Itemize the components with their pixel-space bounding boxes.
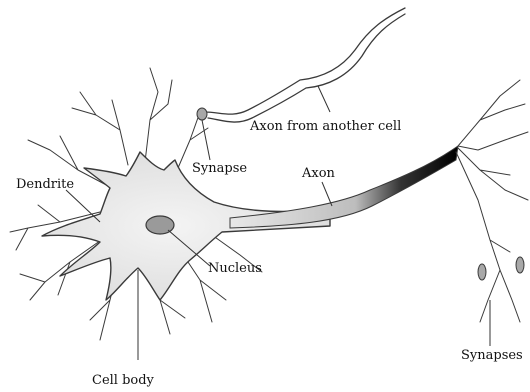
leader-axon	[322, 182, 332, 206]
synapse-bulb-left	[478, 264, 486, 280]
label-synapse: Synapse	[192, 162, 247, 175]
leader-axon-from-another-cell	[318, 86, 330, 112]
synapse-bulb-right	[516, 257, 524, 273]
label-axon-from-another-cell: Axon from another cell	[250, 120, 401, 133]
synapse-bulb-top	[197, 108, 207, 120]
axon-from-another-cell-shape	[205, 8, 405, 114]
label-nucleus: Nucleus	[208, 262, 262, 275]
label-dendrite: Dendrite	[16, 178, 74, 191]
label-synapses: Synapses	[461, 349, 523, 362]
axon-terminals	[456, 80, 528, 322]
axon-from-another-cell-shape-inner	[208, 14, 405, 122]
label-axon: Axon	[302, 167, 335, 180]
leader-synapse	[202, 120, 210, 160]
axon-shape	[230, 146, 458, 228]
leader-dendrite	[66, 190, 100, 222]
label-cell-body: Cell body	[92, 374, 154, 387]
